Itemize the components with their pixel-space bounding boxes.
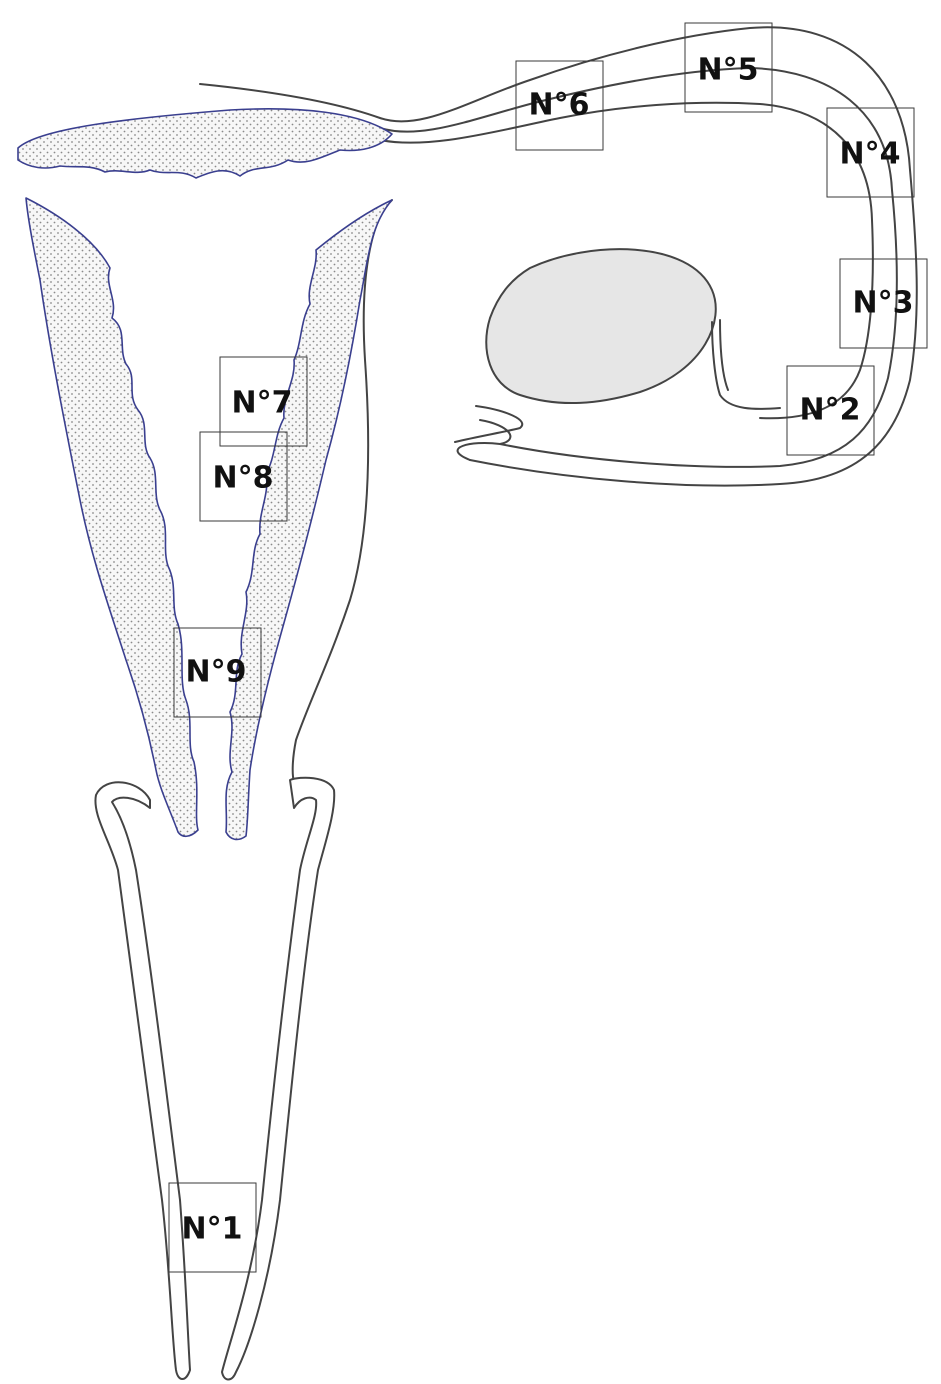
vagina (95, 778, 334, 1380)
label-text-n4: N°4 (840, 137, 901, 172)
ovary (486, 249, 780, 409)
label-n3: N°3 (840, 259, 927, 348)
label-text-n5: N°5 (698, 53, 759, 88)
label-text-n9: N°9 (186, 655, 247, 690)
endometrium (18, 109, 392, 840)
label-text-n8: N°8 (213, 461, 274, 496)
label-n2: N°2 (787, 366, 874, 455)
label-n6: N°6 (516, 61, 603, 150)
label-text-n2: N°2 (800, 393, 861, 428)
label-text-n3: N°3 (853, 286, 914, 321)
label-text-n6: N°6 (529, 88, 590, 123)
label-text-n7: N°7 (232, 386, 293, 421)
label-text-n1: N°1 (182, 1212, 243, 1247)
fimbriae (455, 406, 522, 460)
